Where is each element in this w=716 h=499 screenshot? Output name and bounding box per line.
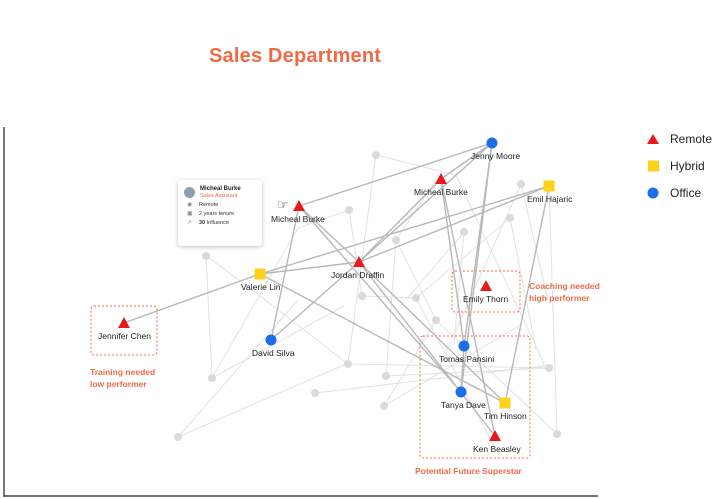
- edge-valerie-emil: [259, 185, 550, 275]
- person-node-ken[interactable]: Ken Beasley: [473, 430, 521, 454]
- legend-item-remote[interactable]: Remote: [644, 125, 712, 152]
- edge-jordan-emil: [358, 185, 550, 263]
- pointer-hand-icon: ☞: [277, 197, 289, 212]
- person-tooltip: Micheal Burke Sales Assistant ◉ Remote ▣…: [178, 180, 262, 246]
- edge-jenny-jordan: [358, 142, 493, 263]
- superstar-box: [419, 335, 531, 459]
- tooltip-tenure: 2 years tenure: [199, 211, 235, 217]
- tooltip-influence-value: 30: [199, 220, 206, 226]
- circle-icon: [455, 386, 467, 398]
- triangle-icon: [489, 430, 501, 441]
- person-label: Micheal Burke: [271, 214, 325, 224]
- triangle-icon: [480, 280, 492, 291]
- tooltip-influence-label: Influence: [206, 220, 229, 226]
- tooltip-location: Remote: [199, 202, 219, 208]
- square-icon: [543, 180, 555, 192]
- person-node-tanya[interactable]: Tanya Dave: [441, 386, 486, 411]
- person-label: Micheal Burke: [414, 187, 468, 197]
- person-label: Valerie Lin: [241, 282, 281, 292]
- legend-label: Hybrid: [670, 158, 705, 173]
- person-node-tomas[interactable]: Tomas Pansini: [439, 340, 494, 365]
- briefcase-icon: ▣: [187, 211, 193, 217]
- person-node-jenny[interactable]: Jenny Moore: [471, 137, 520, 162]
- person-node-emil[interactable]: Emil Hajaric: [527, 180, 573, 205]
- triangle-icon: [293, 200, 305, 211]
- circle-icon: [265, 334, 277, 346]
- person-node-david[interactable]: David Silva: [252, 334, 295, 359]
- page-title: Sales Department: [209, 45, 382, 67]
- legend: Remote Hybrid Office: [644, 125, 712, 206]
- background-nodes: [174, 151, 561, 441]
- training-note-line2: low performer: [90, 379, 147, 389]
- edge-mburke2-tomas: [440, 178, 465, 347]
- triangle-icon: [435, 173, 447, 184]
- edge-jordan-tim: [358, 261, 506, 404]
- person-label: Tanya Dave: [441, 400, 486, 410]
- trend-icon: ↗: [187, 220, 193, 226]
- person-label: Emil Hajaric: [527, 194, 573, 204]
- tooltip-role: Sales Assistant: [200, 193, 238, 199]
- training-box: [90, 305, 158, 356]
- legend-item-hybrid[interactable]: Hybrid: [644, 152, 712, 179]
- edge-mburke2-jordan: [358, 178, 442, 263]
- edge-jenny-mburke1: [298, 142, 493, 207]
- edge-mburke1-jordan: [298, 205, 360, 263]
- person-label: Jennifer Chen: [98, 331, 151, 341]
- edge-valerie-tim: [259, 273, 506, 404]
- person-node-jennifer[interactable]: Jennifer Chen: [98, 317, 151, 341]
- edge-mburke1-tanya: [298, 205, 462, 393]
- circle-icon: [458, 340, 470, 352]
- square-icon: [254, 268, 266, 280]
- legend-item-office[interactable]: Office: [644, 179, 712, 206]
- person-label: David Silva: [252, 348, 295, 358]
- person-node-mburke1[interactable]: Micheal Burke: [271, 200, 325, 224]
- coaching-note-line2: high performer: [529, 293, 590, 303]
- person-label: Emily Thorn: [463, 294, 508, 304]
- tooltip-name: Micheal Burke: [200, 186, 241, 192]
- person-node-valerie[interactable]: Valerie Lin: [241, 268, 281, 293]
- training-note-line1: Training needed: [90, 367, 155, 377]
- coaching-note-line1: Coaching needed: [529, 281, 600, 291]
- legend-label: Office: [670, 185, 702, 200]
- triangle-icon: [644, 132, 662, 146]
- edge-jordan-ken: [358, 261, 496, 437]
- avatar: [184, 187, 195, 198]
- person-node-emily[interactable]: Emily Thorn: [463, 280, 508, 304]
- person-label: Jenny Moore: [471, 151, 520, 161]
- edge-jenny-mburke2: [440, 142, 493, 180]
- square-icon: [499, 397, 511, 409]
- legend-label: Remote: [670, 131, 713, 146]
- circle-icon: [486, 137, 498, 149]
- coaching-box: [451, 270, 521, 313]
- person-node-mburke2[interactable]: Micheal Burke: [414, 173, 468, 197]
- triangle-icon: [353, 256, 365, 267]
- superstar-note: Potential Future Superstar: [415, 466, 522, 476]
- person-label: Tomas Pansini: [439, 354, 494, 364]
- edge-jordan-valerie: [259, 261, 360, 275]
- person-label: Tim Hinson: [484, 411, 527, 421]
- person-label: Jordan Draffin: [331, 270, 385, 280]
- edge-emil-tim: [504, 185, 550, 404]
- edge-jordan-david: [270, 261, 360, 341]
- edge-tomas-tanya: [460, 345, 465, 393]
- person-node-jordan[interactable]: Jordan Draffin: [331, 256, 385, 280]
- background-edges: [177, 154, 558, 447]
- triangle-icon: [118, 317, 130, 328]
- pin-icon: ◉: [187, 202, 193, 208]
- square-icon: [644, 159, 662, 173]
- connection-edges: [123, 142, 550, 437]
- person-label: Ken Beasley: [473, 444, 521, 454]
- circle-icon: [644, 186, 662, 200]
- edge-valerie-jennifer: [123, 273, 261, 324]
- person-node-tim[interactable]: Tim Hinson: [484, 397, 527, 422]
- edge-mburke1-david: [270, 205, 300, 341]
